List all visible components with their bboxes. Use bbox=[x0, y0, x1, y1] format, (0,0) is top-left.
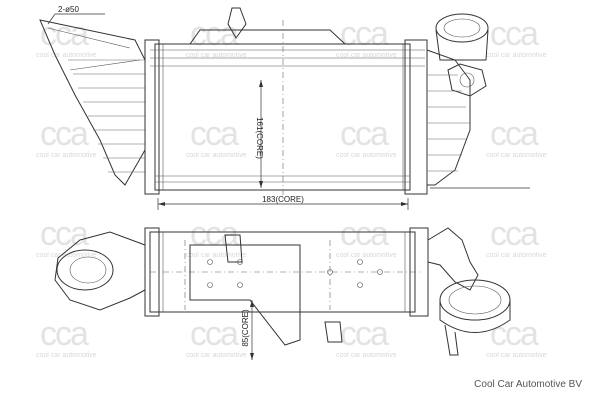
top-view: 183(CORE) 161(CORE) 2-ø50 bbox=[39, 5, 530, 210]
svg-text:cca: cca bbox=[340, 115, 389, 153]
svg-text:cool car automotive: cool car automotive bbox=[36, 52, 97, 59]
bottom-outlet-pipe bbox=[427, 227, 479, 291]
pipe-diameter-label: 2-ø50 bbox=[58, 5, 79, 14]
svg-text:cca: cca bbox=[340, 15, 389, 53]
bottom-inlet-opening bbox=[56, 249, 114, 291]
svg-text:cca: cca bbox=[190, 215, 239, 253]
svg-text:cca: cca bbox=[490, 215, 539, 253]
svg-text:cool car automotive: cool car automotive bbox=[336, 252, 397, 259]
svg-text:cool car automotive: cool car automotive bbox=[186, 252, 247, 259]
svg-text:cool car automotive: cool car automotive bbox=[186, 152, 247, 159]
cooling-fins bbox=[68, 59, 470, 173]
svg-text:cca: cca bbox=[190, 15, 239, 53]
bolt-holes bbox=[207, 259, 383, 288]
top-left-tank bbox=[144, 39, 160, 195]
svg-text:cool car automotive: cool car automotive bbox=[36, 352, 97, 359]
svg-text:cca: cca bbox=[340, 215, 389, 253]
top-sensor-clip bbox=[227, 7, 247, 39]
top-right-tank bbox=[404, 39, 428, 195]
svg-text:cca: cca bbox=[40, 15, 89, 53]
svg-text:cca: cca bbox=[490, 315, 539, 353]
bottom-inlet-pipe bbox=[54, 231, 146, 311]
svg-text:cool car automotive: cool car automotive bbox=[336, 352, 397, 359]
svg-text:cca: cca bbox=[490, 15, 539, 53]
core-width-label: 183(CORE) bbox=[262, 195, 304, 204]
svg-text:cool car automotive: cool car automotive bbox=[336, 152, 397, 159]
svg-text:cca: cca bbox=[40, 315, 89, 353]
top-inlet-pipe bbox=[39, 19, 146, 186]
bottom-mounting-plate bbox=[189, 244, 301, 346]
core-depth-label: 85(CORE) bbox=[241, 309, 250, 347]
svg-text:cool car automotive: cool car automotive bbox=[186, 352, 247, 359]
svg-text:cool car automotive: cool car automotive bbox=[36, 152, 97, 159]
svg-text:cool car automotive: cool car automotive bbox=[186, 52, 247, 59]
svg-text:cool car automotive: cool car automotive bbox=[486, 252, 547, 259]
svg-text:cca: cca bbox=[190, 315, 239, 353]
bottom-view: 85(CORE) bbox=[54, 227, 511, 360]
svg-text:cool car automotive: cool car automotive bbox=[486, 152, 547, 159]
top-core-outline bbox=[154, 43, 411, 191]
svg-text:cca: cca bbox=[490, 115, 539, 153]
top-outlet-flange bbox=[435, 13, 489, 43]
svg-text:cca: cca bbox=[40, 115, 89, 153]
top-mounting-bracket bbox=[189, 29, 346, 45]
svg-text:cca: cca bbox=[40, 215, 89, 253]
svg-text:cool car automotive: cool car automotive bbox=[486, 52, 547, 59]
svg-text:cca: cca bbox=[340, 315, 389, 353]
core-height-label: 161(CORE) bbox=[255, 117, 264, 159]
svg-text:cool car automotive: cool car automotive bbox=[486, 352, 547, 359]
svg-text:cca: cca bbox=[190, 115, 239, 153]
company-name: Cool Car Automotive BV bbox=[474, 379, 582, 390]
svg-text:cool car automotive: cool car automotive bbox=[336, 52, 397, 59]
